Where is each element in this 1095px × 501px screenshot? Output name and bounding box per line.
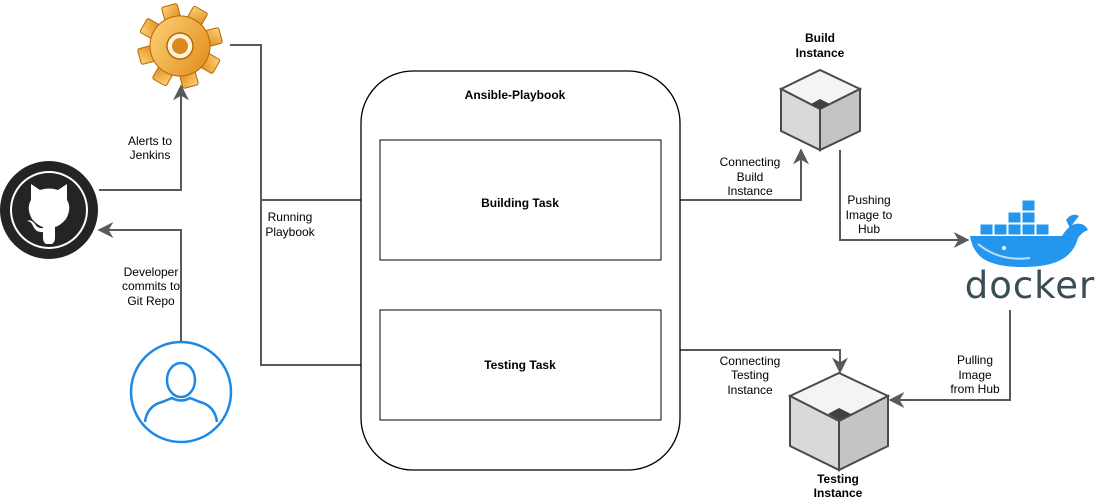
testing-instance-label-line2: Instance	[814, 486, 863, 500]
user-icon	[129, 340, 233, 444]
edge-label-connect-build-line1: Connecting	[720, 155, 781, 169]
testing-task-box[interactable]	[379, 309, 662, 421]
edge-label-developer-line2: commits to	[122, 279, 180, 293]
edge-label-pulling-line2: Image	[958, 368, 992, 382]
edge-testing-to-testing-instance	[661, 349, 848, 374]
testing-instance-server-cube-icon	[787, 371, 891, 472]
edge-label-running-line1: Running	[268, 210, 313, 224]
docker-wordmark: docker	[965, 264, 1095, 307]
edge-label-pushing-line1: Pushing	[847, 193, 890, 207]
edge-docker-to-testing-instance	[888, 310, 1011, 408]
building-task-label: Building Task	[481, 196, 559, 210]
edge-label-connect-test-line2: Testing	[731, 368, 769, 382]
testing-task-label: Testing Task	[484, 358, 556, 372]
edge-label-developer-line1: Developer	[124, 265, 179, 279]
edge-label-alerts-line1: Alerts to	[128, 134, 172, 148]
jenkins-gear-icon	[137, 3, 223, 89]
testing-instance-label-line1: Testing	[817, 472, 859, 486]
edge-label-connect-build-line3: Instance	[727, 184, 773, 198]
edge-label-running-line2: Playbook	[265, 225, 315, 239]
edge-github-to-jenkins	[99, 84, 189, 191]
docker-whale-icon	[970, 199, 1088, 267]
edge-label-alerts-line2: Jenkins	[130, 148, 171, 162]
edge-label-connect-build-line2: Build	[737, 170, 764, 184]
edge-developer-to-github	[97, 222, 182, 342]
edge-label-pulling-line1: Pulling	[957, 353, 993, 367]
edge-label-pushing-line3: Hub	[858, 222, 880, 236]
edge-label-connect-test-line1: Connecting	[720, 354, 781, 368]
build-instance-server-cube-icon	[778, 68, 863, 152]
edge-building-to-build-instance	[661, 148, 809, 201]
edge-label-pushing-line2: Image to	[846, 208, 893, 222]
building-task-box[interactable]	[379, 139, 662, 261]
ansible-playbook-title: Ansible-Playbook	[465, 88, 566, 102]
edge-jenkins-to-testing-task	[260, 200, 380, 373]
github-icon	[0, 161, 98, 259]
edge-jenkins-to-building-task	[230, 44, 380, 208]
build-instance-label-line2: Instance	[796, 46, 845, 60]
edge-label-connect-test-line3: Instance	[727, 383, 773, 397]
edge-label-pulling-line3: from Hub	[950, 382, 1000, 396]
build-instance-label-line1: Build	[805, 31, 835, 45]
edge-label-developer-line3: Git Repo	[127, 294, 175, 308]
edge-build-instance-to-docker	[839, 150, 970, 248]
